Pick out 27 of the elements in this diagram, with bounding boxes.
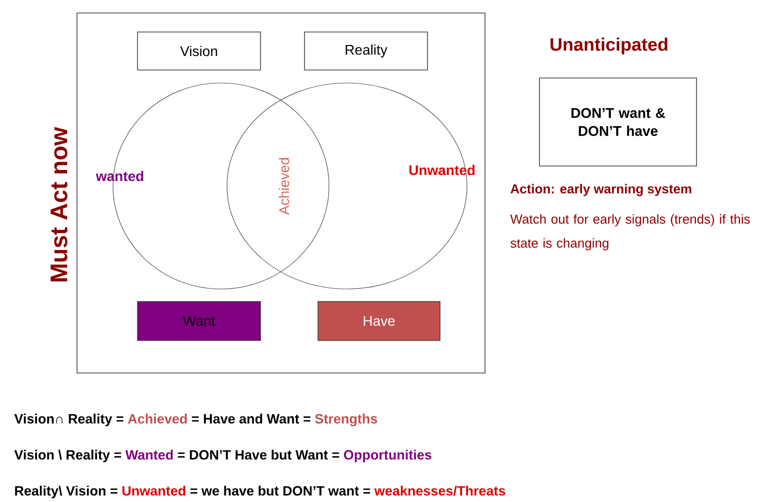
label: = DON’T Have but Want = (178, 450, 340, 460)
label: = we have but DON’T want = (190, 486, 370, 496)
label: Opportunities (344, 450, 432, 462)
label: Strengths (315, 414, 378, 426)
label: Vision \ Reality = (14, 450, 122, 462)
region-label: wanted (96, 170, 144, 182)
side-heading: Must Act now (50, 126, 68, 282)
label: Unwanted (122, 486, 186, 496)
label: = Have and Want = (192, 414, 310, 424)
action-text: Action: early warning system (510, 184, 692, 196)
region-label: Unwanted (409, 164, 475, 176)
label: Wanted (125, 450, 173, 460)
definition-text: Reality\ Vision = Unwanted = we have but DON’T want = weaknesses/Threats (15, 486, 506, 498)
label-box: DON’T want & DON’T have (539, 78, 697, 166)
want-box: Want (137, 301, 261, 341)
label-box: Vision (137, 32, 261, 70)
label: Vision∩ Reality = (14, 414, 124, 426)
heading: Unanticipated (550, 38, 668, 54)
label: weaknesses/Threats (374, 486, 506, 496)
region-label: Achieved (278, 158, 290, 215)
label: Achieved (128, 414, 187, 424)
definition-text: Vision \ Reality = Wanted = DON’T Have but Want = Opportunities (14, 450, 432, 462)
label-box: Reality (304, 32, 428, 70)
have-box: Have (318, 301, 440, 341)
definition-text: Vision∩ Reality = Achieved = Have and Want = Strengths (14, 414, 378, 426)
label: Reality\ Vision = (15, 486, 118, 498)
note-text: Watch out for early signals (trends) if this state is changing (510, 214, 750, 250)
